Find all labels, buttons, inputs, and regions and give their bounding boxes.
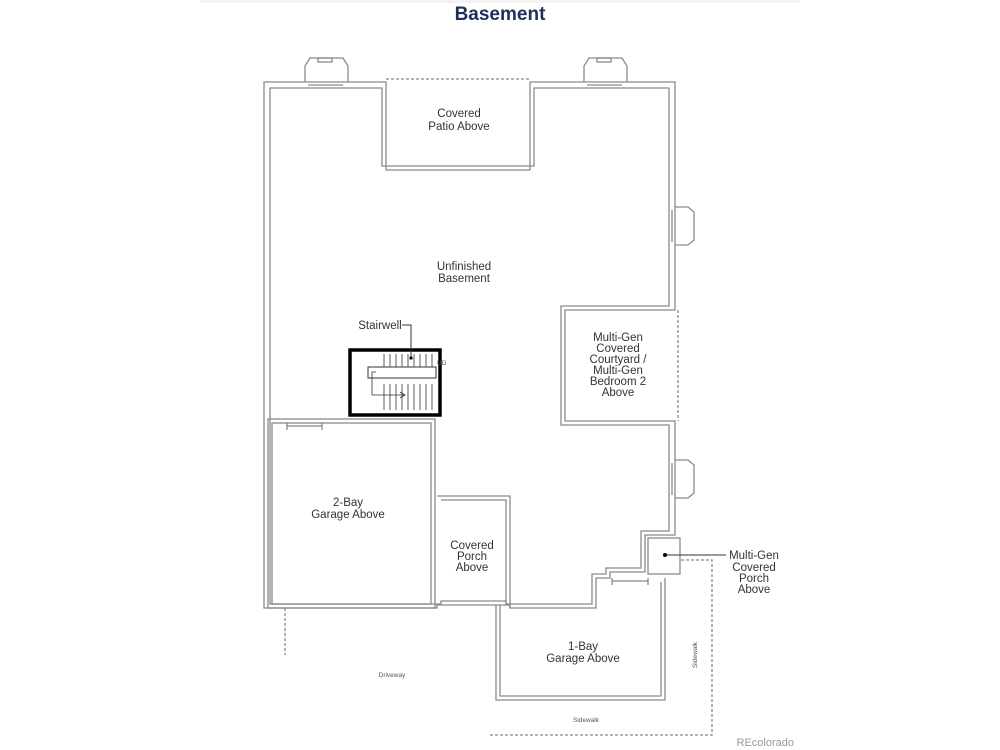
- stairwell-block: UD: [348, 348, 447, 417]
- multigen-porch-label-line1: Multi-Gen: [729, 550, 779, 562]
- stair-direction-label: UD: [437, 360, 447, 367]
- multigen-porch-box: [647, 537, 681, 575]
- stairwell-wall: [348, 348, 442, 417]
- garage-2bay-wall-inner: [271, 422, 432, 605]
- stairwell-label: Stairwell: [358, 320, 401, 332]
- driveway-label: Driveway: [379, 672, 406, 679]
- window-well-east-upper: [675, 206, 695, 246]
- garage-1bay-wall-inner: [499, 582, 662, 697]
- window-well-left-cap: [317, 57, 333, 63]
- stairwell-leader: [402, 324, 412, 358]
- multigen-porch-label-line4: Above: [738, 584, 771, 596]
- covered-patio-label-line1: Covered: [437, 108, 480, 120]
- stairwell-landing: [367, 366, 437, 379]
- page-title: Basement: [454, 4, 546, 25]
- courtyard-label-line3: Courtyard /: [590, 354, 648, 366]
- garage-2bay-label-line2: Garage Above: [311, 509, 385, 521]
- top-band: [200, 0, 800, 3]
- outer-wall: [263, 81, 676, 609]
- garage-2bay-wall: [267, 418, 436, 609]
- covered-porch-label-line2: Porch: [457, 551, 487, 563]
- multigen-porch-label-line3: Porch: [739, 573, 769, 585]
- multigen-porch-leader-dot: [663, 553, 667, 557]
- window-well-right-cap: [596, 57, 612, 63]
- sidewalk-bottom-label: Sidewalk: [573, 717, 600, 724]
- watermark: REcolorado: [737, 737, 794, 749]
- covered-porch-label-line1: Covered: [450, 540, 493, 552]
- courtyard-label-line6: Above: [602, 387, 635, 399]
- covered-porch-label-line3: Above: [456, 562, 489, 574]
- courtyard-label-line2: Covered: [596, 343, 639, 355]
- garage-2bay-door-marker: [286, 423, 323, 430]
- garage-1bay-label-line1: 1-Bay: [568, 641, 598, 653]
- sidewalk-side-label: Sidewalk: [692, 641, 699, 668]
- outer-wall-inner: [269, 87, 670, 605]
- garage-1bay-door-marker: [611, 578, 649, 585]
- garage-2bay-label-line1: 2-Bay: [333, 497, 363, 509]
- courtyard-label-line5: Bedroom 2: [590, 376, 646, 388]
- courtyard-label-line4: Multi-Gen: [593, 365, 643, 377]
- basement-label-line1: Unfinished: [437, 261, 491, 273]
- basement-label-line2: Basement: [438, 273, 491, 285]
- sidewalk-edge: [490, 559, 713, 736]
- multigen-porch-label-line2: Covered: [732, 562, 775, 574]
- garage-1bay-label-line2: Garage Above: [546, 653, 620, 665]
- covered-patio-label-line2: Patio Above: [428, 121, 489, 133]
- courtyard-label-line1: Multi-Gen: [593, 332, 643, 344]
- porch-wall: [437, 495, 511, 608]
- stairwell-leader-dot: [409, 356, 413, 360]
- window-well-east-lower: [675, 459, 695, 499]
- garage-1bay-wall: [495, 578, 666, 701]
